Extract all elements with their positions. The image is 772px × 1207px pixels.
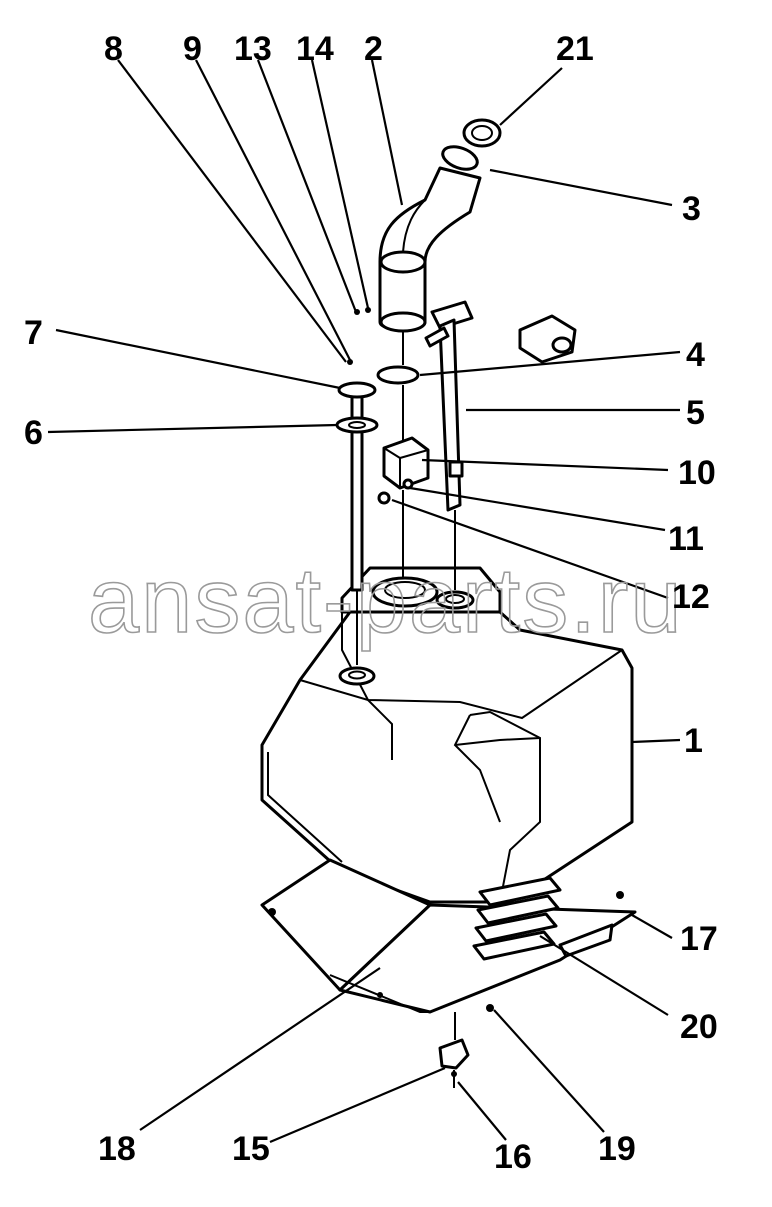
callout-4: 4 xyxy=(686,336,705,374)
fuel-tank xyxy=(260,566,634,904)
callout-14: 14 xyxy=(296,30,334,68)
callout-2: 2 xyxy=(364,30,383,68)
hose-clamp xyxy=(376,365,420,385)
callout-19: 19 xyxy=(598,1130,636,1168)
callout-labels: 8 9 13 14 2 21 3 7 4 5 6 10 11 12 1 17 2… xyxy=(24,30,718,1176)
callout-6: 6 xyxy=(24,414,43,452)
watermark: ansat-parts.ru xyxy=(88,550,684,652)
fuel-level-sender xyxy=(424,300,474,512)
filler-hose xyxy=(378,118,502,333)
spare-clip xyxy=(518,314,577,364)
callout-10: 10 xyxy=(678,454,716,492)
callout-3: 3 xyxy=(682,190,701,228)
callout-21: 21 xyxy=(556,30,594,68)
callout-9: 9 xyxy=(183,30,202,68)
shim-stack xyxy=(472,876,562,961)
callout-12: 12 xyxy=(672,578,710,616)
callout-8: 8 xyxy=(104,30,123,68)
leader-lines xyxy=(47,59,681,1144)
callout-15: 15 xyxy=(232,1130,270,1168)
callout-1: 1 xyxy=(684,722,703,760)
drain-plug xyxy=(438,1038,470,1088)
skid-plate xyxy=(260,858,637,1014)
callout-5: 5 xyxy=(686,394,705,432)
mounting-bracket xyxy=(377,436,430,505)
callout-7: 7 xyxy=(24,314,43,352)
vent-tube xyxy=(335,307,379,592)
callout-11: 11 xyxy=(668,520,704,558)
callout-17: 17 xyxy=(680,920,718,958)
callout-16: 16 xyxy=(494,1138,532,1176)
callout-20: 20 xyxy=(680,1008,718,1046)
callout-13: 13 xyxy=(234,30,272,68)
callout-18: 18 xyxy=(98,1130,136,1168)
